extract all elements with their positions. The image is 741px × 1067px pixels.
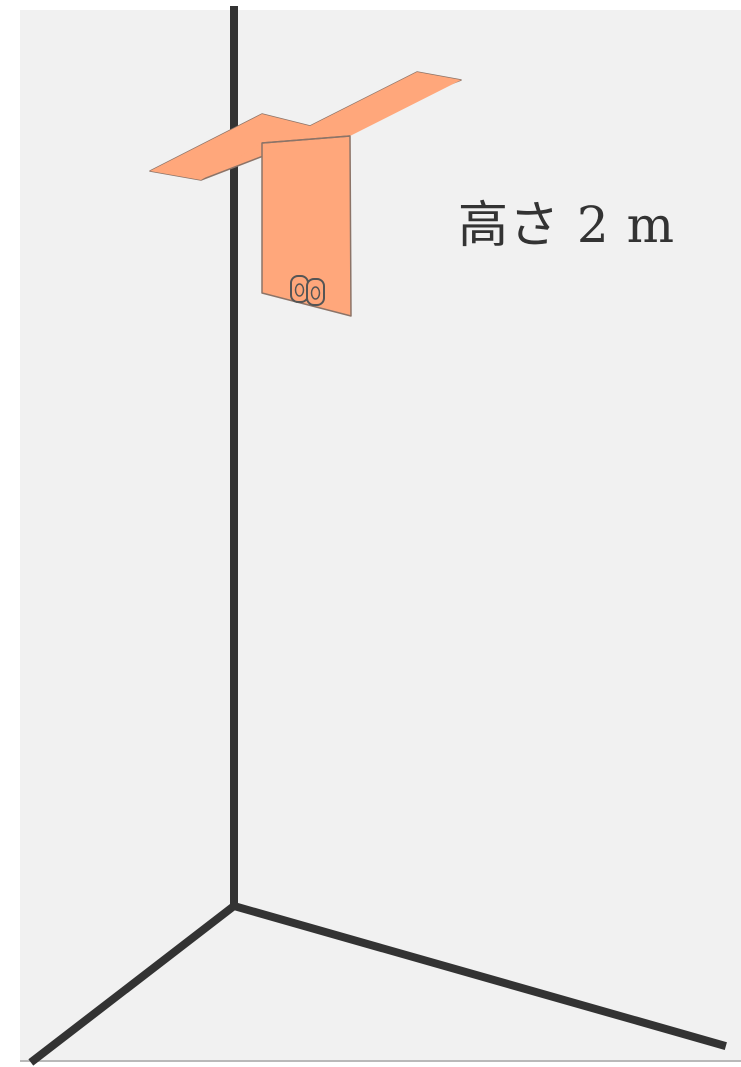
room-corner-lines bbox=[28, 6, 727, 1066]
right-floor-edge bbox=[229, 901, 727, 1050]
outlet-left-slot bbox=[294, 283, 305, 297]
height-label: 高さ 2 m bbox=[458, 200, 675, 250]
outlet-right bbox=[306, 278, 325, 306]
outlet-left bbox=[290, 275, 309, 303]
double-outlet-icon bbox=[290, 275, 325, 306]
panel-seam bbox=[261, 135, 351, 144]
height-label-value: 2 m bbox=[576, 196, 676, 254]
diagram-background bbox=[20, 10, 741, 1061]
outlet-right-slot bbox=[310, 286, 321, 300]
height-label-prefix: 高さ bbox=[458, 196, 560, 254]
horizontal-plate-top bbox=[150, 72, 461, 180]
bottom-edge-line bbox=[20, 1060, 741, 1062]
fixture-icon bbox=[149, 71, 462, 317]
left-floor-edge bbox=[28, 900, 240, 1066]
